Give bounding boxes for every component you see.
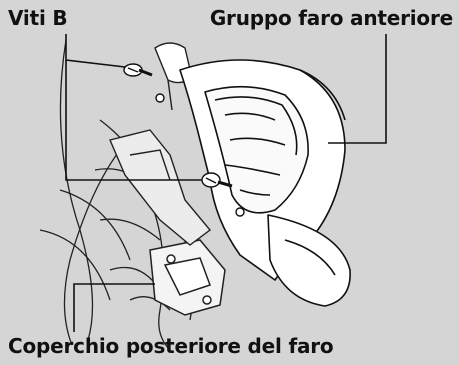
headlight-assembly [179, 59, 351, 307]
label-viti-b: Viti B [8, 6, 68, 30]
leader-gruppo-faro [328, 34, 387, 144]
label-gruppo-faro-anteriore: Gruppo faro anteriore [209, 6, 453, 30]
frame-and-cables [39, 39, 194, 351]
mount-bracket [109, 129, 212, 246]
label-coperchio-posteriore: Coperchio posteriore del faro [8, 334, 334, 358]
leader-lines [65, 34, 387, 332]
leader-viti-b [65, 34, 126, 68]
leader-coperchio [73, 283, 155, 332]
screw-b-upper [123, 63, 165, 103]
rear-cover-part [149, 239, 226, 316]
leader-viti-b-lower [65, 60, 202, 181]
